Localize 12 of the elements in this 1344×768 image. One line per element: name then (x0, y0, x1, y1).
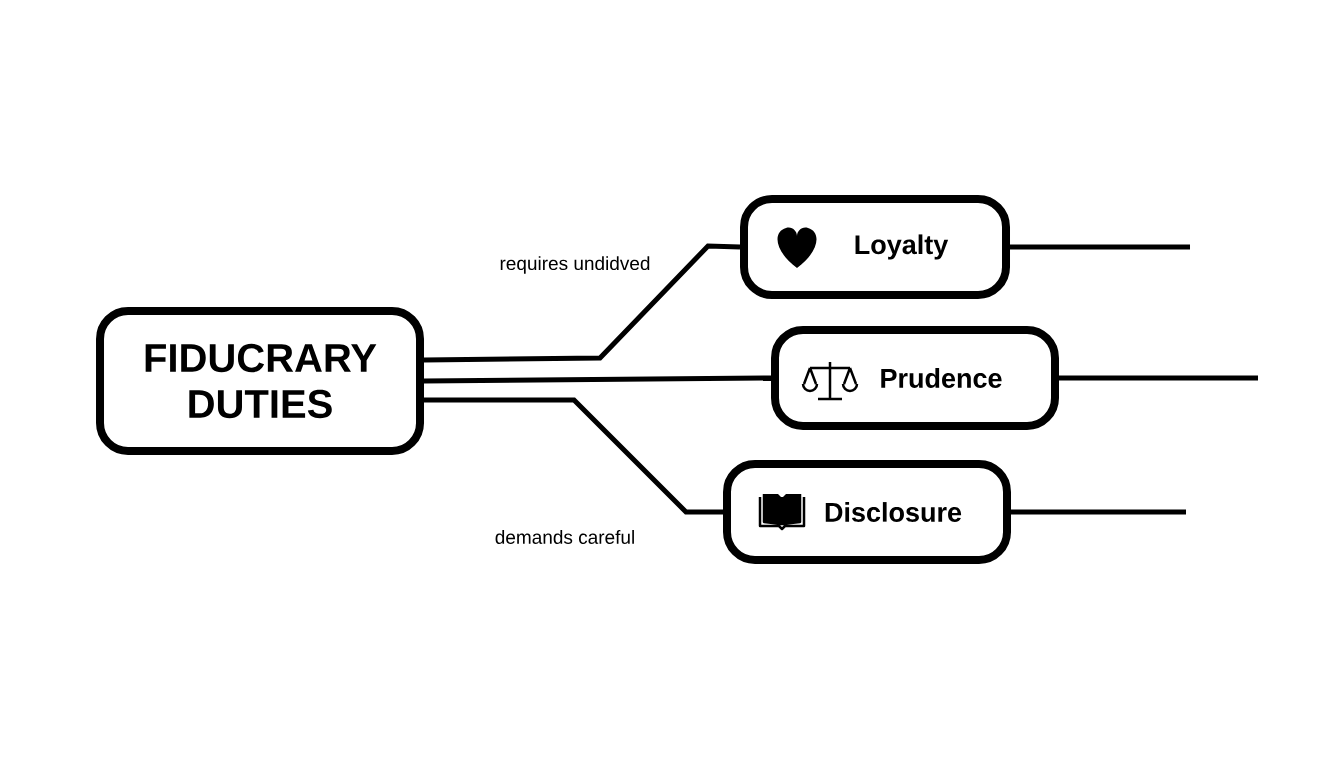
edge-label: demands careful (492, 528, 638, 546)
connector-line (1010, 244, 1190, 250)
duty-box: Loyalty (740, 195, 1010, 299)
edge-label: requires undidved (497, 254, 653, 276)
connector-line (1059, 375, 1258, 381)
connector-line (423, 243, 741, 363)
connector-line (424, 397, 723, 515)
connector-line (424, 375, 772, 384)
duty-box: Disclosure (723, 460, 1011, 564)
topic-box: FIDUCRARY DUTIES (96, 307, 424, 455)
duty-box: Prudence (771, 326, 1059, 430)
connector-line (1011, 509, 1186, 515)
